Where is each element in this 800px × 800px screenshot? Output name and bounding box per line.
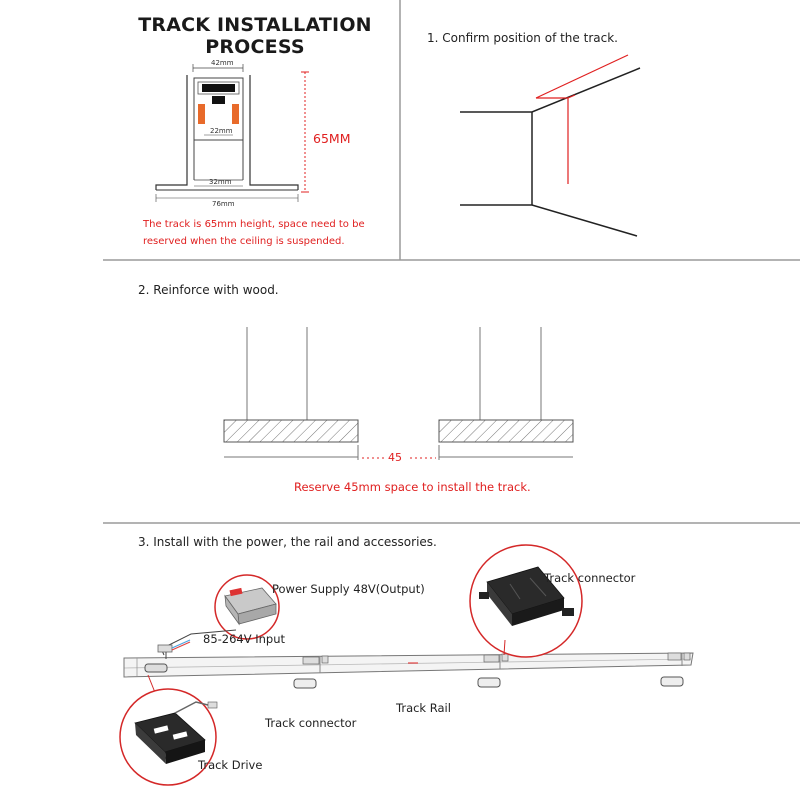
power-supply-label: Power Supply 48V(Output) <box>272 582 425 596</box>
track-rail-label: Track Rail <box>396 701 451 715</box>
step1-label: 1. Confirm position of the track. <box>427 31 618 45</box>
track-drive-label: Track Drive <box>198 758 263 772</box>
dim-base-label: 32mm <box>209 178 232 186</box>
wood-block-left <box>223 419 359 443</box>
track-drive-callout <box>119 674 218 786</box>
dim-flange-label: 76mm <box>212 200 235 208</box>
dim-top-label: 42mm <box>211 59 234 67</box>
height-note: The track is 65mm height, space need to … <box>143 216 365 250</box>
track-connector-bottom-label: Track connector <box>265 716 357 730</box>
input-voltage-label: 85-264V Input <box>203 632 286 646</box>
step3-label: 3. Install with the power, the rail and … <box>138 535 437 549</box>
input-cable <box>157 639 191 659</box>
power-supply-callout <box>159 574 280 656</box>
reserve-note: Reserve 45mm space to install the track. <box>294 480 531 494</box>
track-connector-top-label: Track connector <box>544 571 636 585</box>
height-note-line1: The track is 65mm height, space need to … <box>143 219 365 230</box>
gap-value: 45 <box>388 451 402 464</box>
orange-contact <box>232 104 239 124</box>
track-rail <box>123 652 694 689</box>
dim-height-label: 65MM <box>313 131 350 146</box>
dim-inner-label: 22mm <box>210 127 233 135</box>
orange-contact <box>198 104 205 124</box>
step2-label: 2. Reinforce with wood. <box>138 283 279 297</box>
wood-block-right <box>438 419 574 443</box>
height-note-line2: reserved when the ceiling is suspended. <box>143 236 345 247</box>
track-connector-callout <box>469 544 583 658</box>
page-title: TRACK INSTALLATION PROCESS <box>138 14 372 58</box>
